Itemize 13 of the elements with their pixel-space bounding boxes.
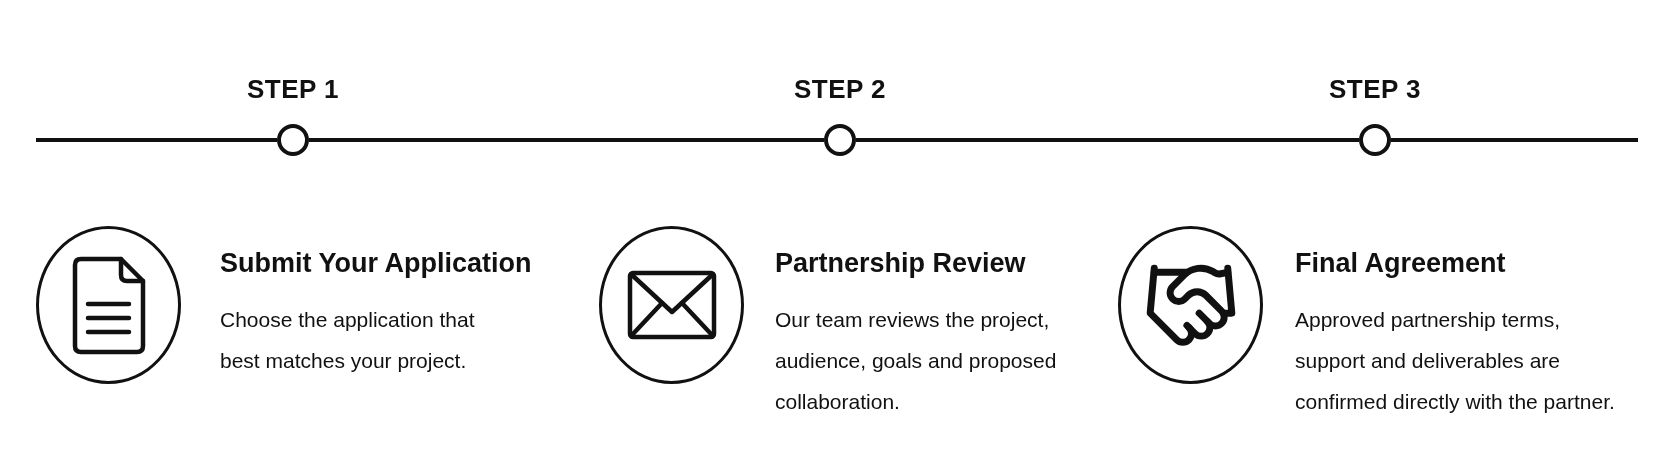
step-title: Final Agreement [1295,247,1506,280]
step-description: Choose the application that best matches your project. [220,307,476,374]
timeline-line [309,138,824,142]
timeline-line [1391,138,1638,142]
timeline-line [856,138,1359,142]
step-title: Submit Your Application [220,247,532,280]
step-label: STEP 3 [1328,74,1422,104]
step-label: STEP 2 [793,74,887,104]
step-description: Our team reviews the project, audience, goals and proposed collaboration. [775,307,1058,415]
timeline-line [36,138,277,142]
step-label: STEP 1 [246,74,340,104]
step-title: Partnership Review [775,247,1026,280]
step-description: Approved partnership terms, support and deliverables are confirmed directly with the partner. [1295,307,1616,415]
